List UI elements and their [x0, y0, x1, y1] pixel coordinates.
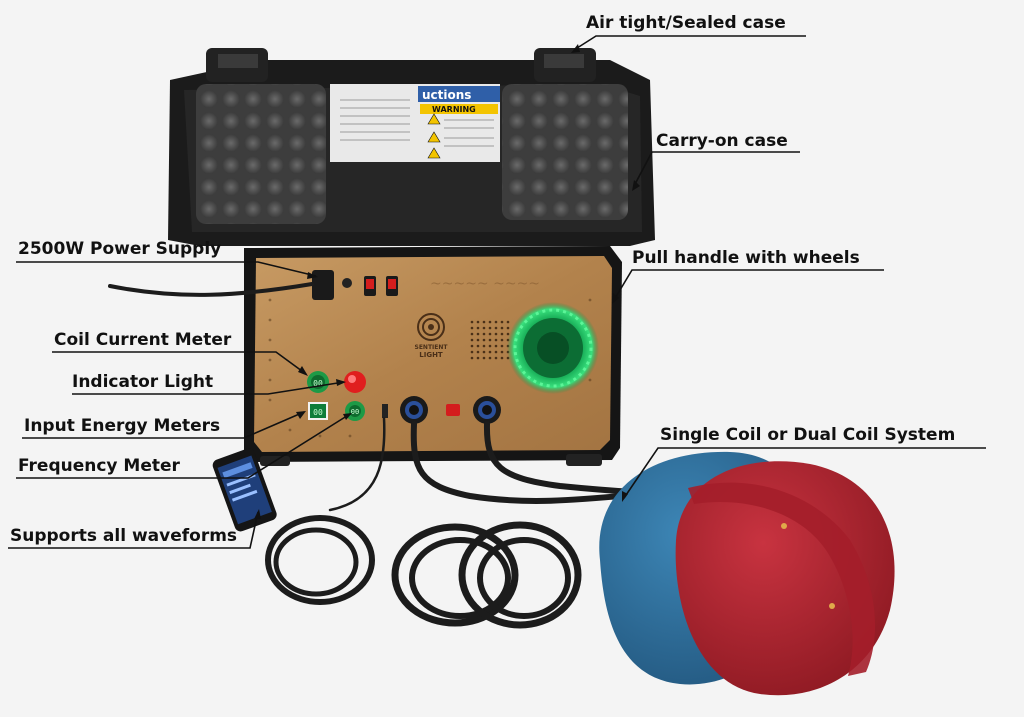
phone — [212, 448, 277, 532]
label-frequency-meter: Frequency Meter — [18, 456, 181, 476]
coil-current-meter: 00 — [307, 371, 329, 393]
brand-logo: SENTIENT LIGHT — [415, 313, 449, 359]
engraved-title: ~~~~~ ~~~~ — [430, 276, 540, 292]
label-waveforms: Supports all waveforms — [10, 526, 237, 546]
svg-text:00: 00 — [313, 379, 323, 388]
leader-lines — [8, 35, 986, 549]
instructions-sheet: uctions WARNING — [330, 84, 500, 162]
center-switch[interactable] — [446, 404, 460, 416]
case-body: ~~~~~ ~~~~ SENTIENT LIGHT 00 — [244, 246, 622, 466]
label-power-supply: 2500W Power Supply — [18, 239, 221, 259]
power-knob[interactable] — [342, 278, 352, 288]
coil-connector-1[interactable] — [400, 396, 428, 424]
label-input-energy-meters: Input Energy Meters — [24, 416, 220, 436]
label-carry-case: Carry-on case — [656, 131, 788, 151]
label-pull-handle: Pull handle with wheels — [632, 248, 860, 268]
frequency-meter: 00 — [345, 401, 365, 421]
audio-jack[interactable] — [382, 404, 388, 418]
svg-text:00: 00 — [351, 408, 359, 416]
svg-text:uctions: uctions — [422, 88, 471, 102]
wood-control-panel — [254, 256, 612, 452]
case-lid: uctions WARNING — [168, 48, 655, 246]
labels: Air tight/Sealed case Carry-on case 2500… — [10, 13, 955, 546]
label-coil-current-meter: Coil Current Meter — [54, 330, 232, 350]
led-coil-ring — [507, 302, 599, 394]
label-coil-system: Single Coil or Dual Coil System — [660, 425, 955, 445]
input-energy-meter: 00 — [308, 402, 328, 420]
svg-text:LIGHT: LIGHT — [419, 351, 443, 359]
red-coil-towel — [675, 461, 895, 696]
indicator-light — [344, 371, 366, 393]
power-inlet[interactable] — [312, 270, 334, 300]
lid-foam-right — [502, 84, 628, 220]
svg-text:SENTIENT: SENTIENT — [415, 344, 449, 351]
coil-connector-2[interactable] — [473, 396, 501, 424]
lid-foam-left — [196, 84, 326, 224]
label-indicator-light: Indicator Light — [72, 372, 213, 392]
label-sealed-case: Air tight/Sealed case — [586, 13, 786, 33]
svg-text:00: 00 — [313, 408, 323, 417]
svg-text:WARNING: WARNING — [432, 105, 476, 114]
